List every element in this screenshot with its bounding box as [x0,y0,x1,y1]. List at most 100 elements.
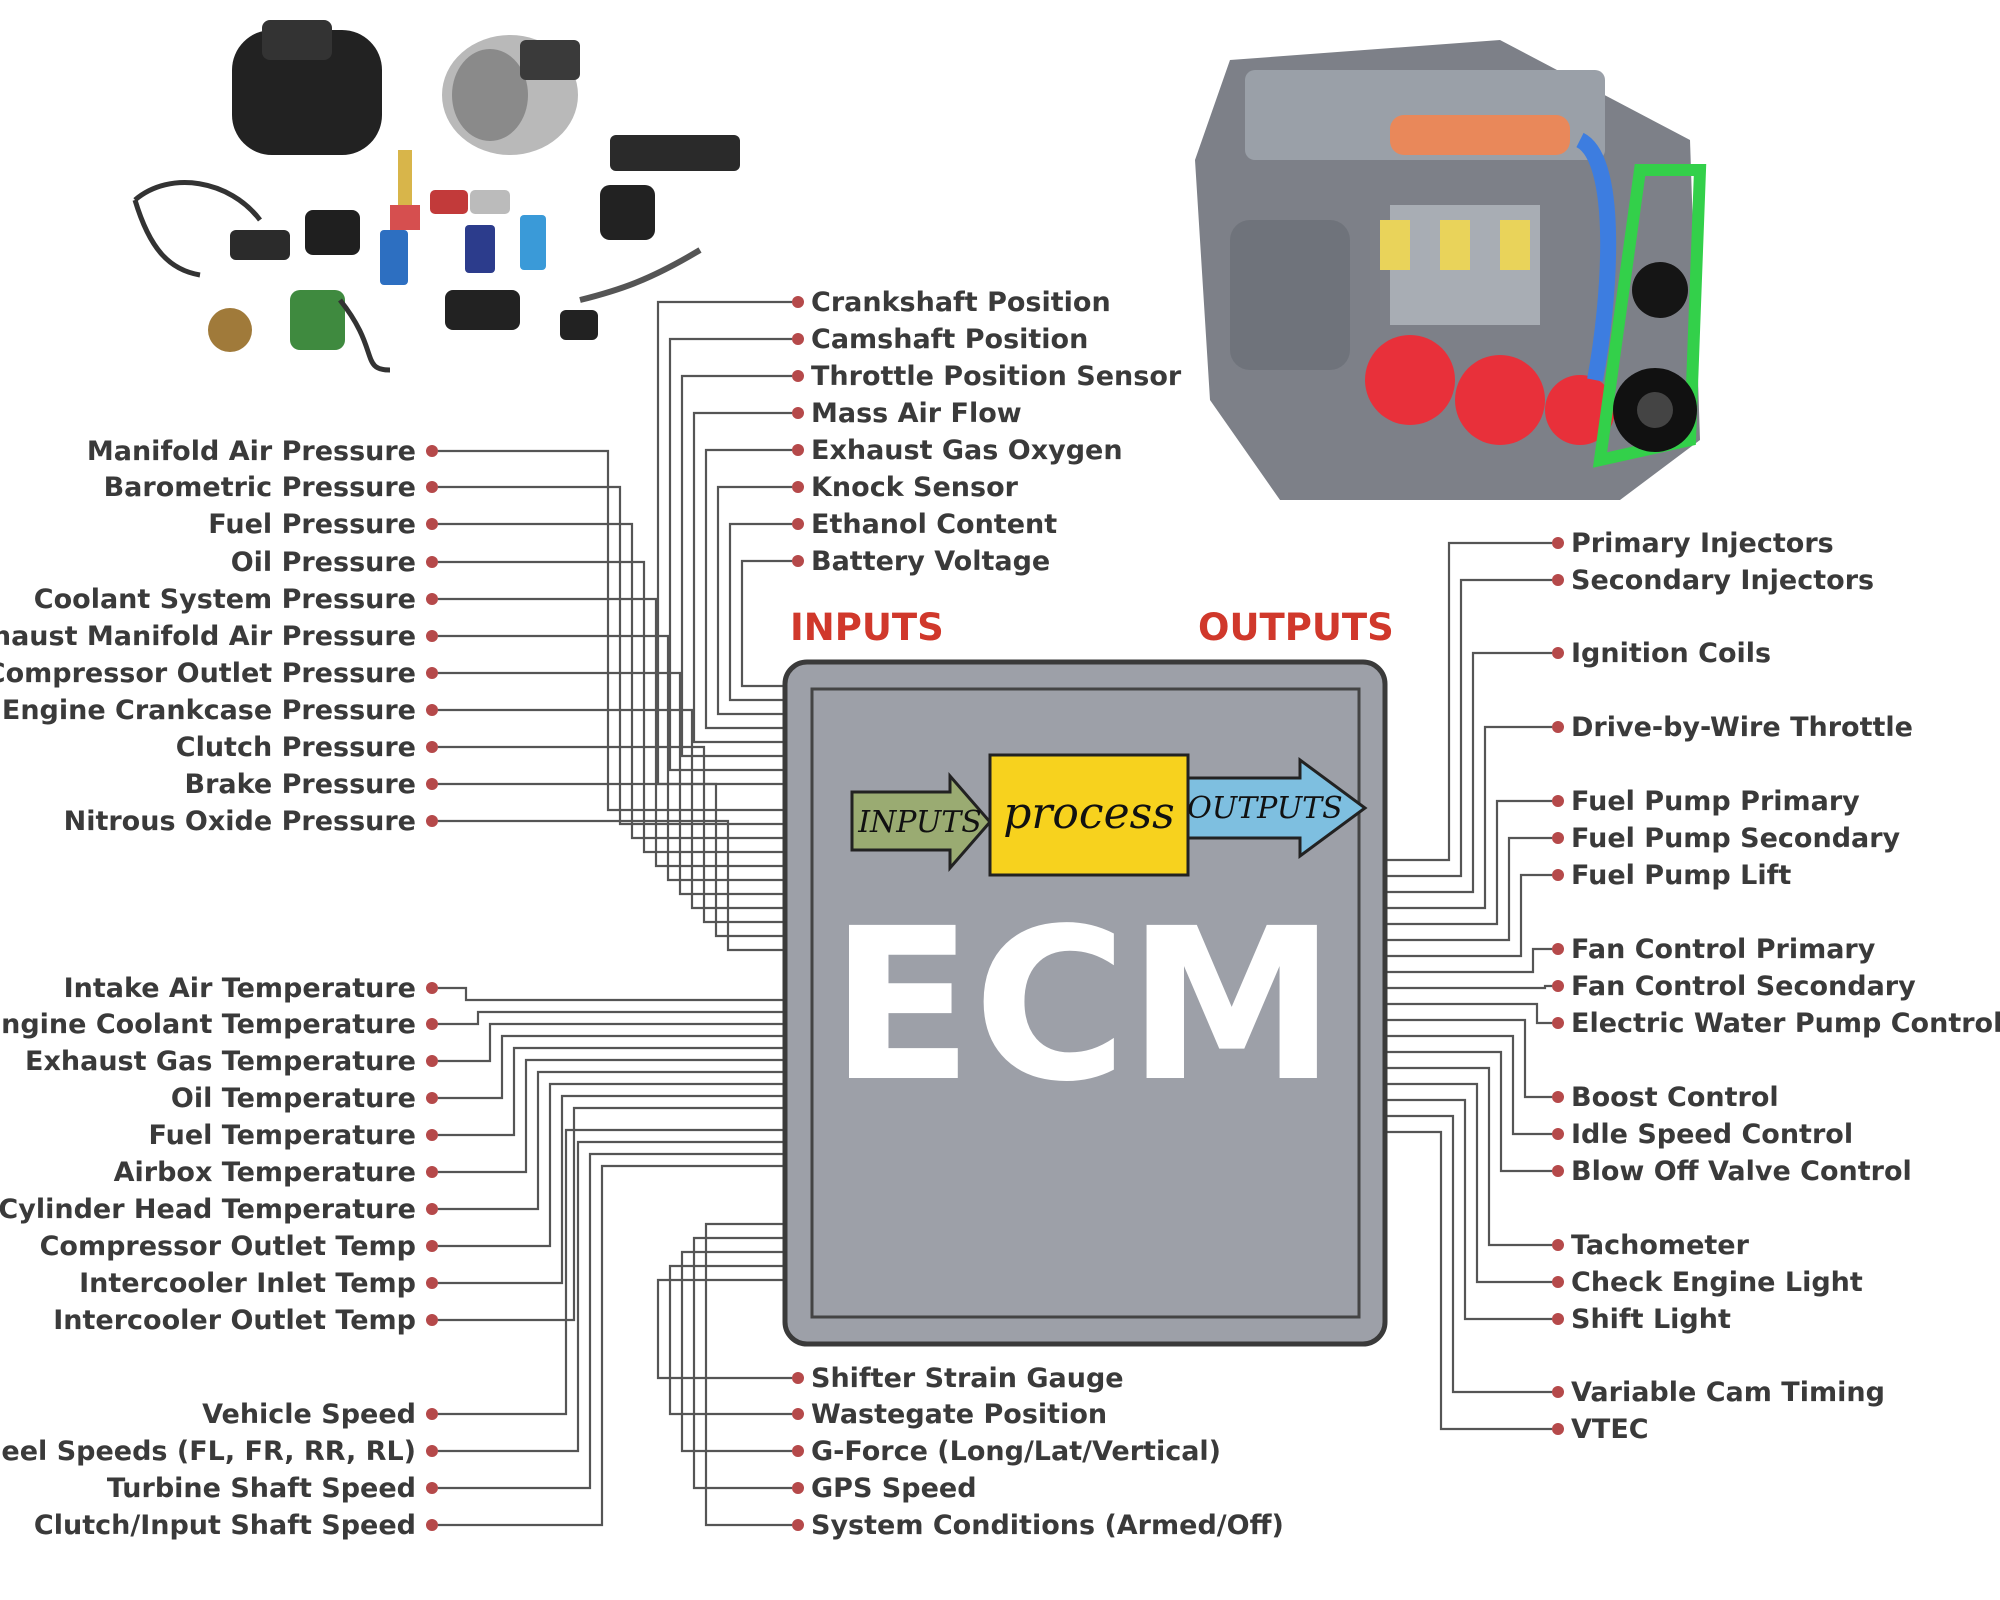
top-input-wire [704,448,792,730]
pressure-input-wire [438,485,785,826]
bottom-input-wire [680,1250,792,1453]
temperature-input-wire [438,1082,785,1248]
output-dot [1552,574,1564,586]
inputs-heading: INPUTS [790,606,944,649]
output-dot [1552,537,1564,549]
bottom-input-label: System Conditions (Armed/Off) [811,1510,1284,1541]
pressure-input-label: Nitrous Oxide Pressure [64,806,416,837]
speed-input-wire [438,1128,785,1416]
temperature-input-dot [426,1129,438,1141]
top-input-label: Battery Voltage [811,546,1050,577]
output-dot [1552,1017,1564,1029]
output-label: Variable Cam Timing [1571,1377,1885,1408]
temperature-input-label: Fuel Temperature [149,1120,417,1151]
pressure-input-wire [438,560,785,854]
temperature-input-wire [438,1034,785,1100]
speed-input-dot [426,1482,438,1494]
output-dot [1552,795,1564,807]
output-wire [1385,1114,1552,1394]
output-dot [1552,1386,1564,1398]
pressure-input-dot [426,630,438,642]
temperature-input-label: Compressor Outlet Temp [40,1231,416,1262]
temperature-input-dot [426,1314,438,1326]
temperature-input-wire [438,1106,785,1322]
output-label: Fan Control Primary [1571,934,1876,965]
temperature-input-wire [438,1058,785,1174]
output-wire [1385,1082,1552,1284]
bottom-input-dot [792,1519,804,1531]
pressure-input-dot [426,778,438,790]
temperature-input-label: Airbox Temperature [114,1157,416,1188]
pressure-input-dot [426,445,438,457]
temperature-input-label: Oil Temperature [171,1083,416,1114]
output-dot [1552,721,1564,733]
top-input-dot [792,481,804,493]
pressure-input-wire [438,449,785,812]
output-label: Ignition Coils [1571,638,1771,669]
speed-input-dot [426,1519,438,1531]
output-label: Check Engine Light [1571,1267,1863,1298]
output-dot [1552,943,1564,955]
top-input-wire [740,559,792,688]
bottom-input-wire [668,1264,792,1416]
pressure-input-wire [438,597,785,868]
top-input-wire [692,411,792,744]
bottom-input-dot [792,1482,804,1494]
bottom-input-label: G-Force (Long/Lat/Vertical) [811,1436,1221,1467]
temperature-input-dot [426,1240,438,1252]
top-input-wire [680,374,792,758]
speed-input-wire [438,1140,785,1453]
top-input-dot [792,555,804,567]
pressure-input-label: Oil Pressure [231,547,416,578]
bottom-input-label: GPS Speed [811,1473,977,1504]
pressure-input-wire [438,745,785,924]
temperature-input-dot [426,982,438,994]
top-input-label: Crankshaft Position [811,287,1111,318]
output-label: Primary Injectors [1571,528,1834,559]
output-wire [1385,873,1552,958]
pressure-input-label: Manifold Air Pressure [87,436,416,467]
output-wire [1385,799,1552,926]
pressure-input-dot [426,704,438,716]
temperature-input-dot [426,1018,438,1030]
temperature-input-wire [438,1070,785,1211]
output-wire [1385,1050,1552,1173]
output-wire [1385,1098,1552,1321]
pressure-input-label: Clutch Pressure [176,732,416,763]
output-wire [1385,651,1552,894]
pressure-input-label: Barometric Pressure [104,472,416,503]
wire-layer [438,300,1552,1527]
pressure-input-dot [426,481,438,493]
output-wire [1385,1002,1552,1025]
output-wire [1385,1034,1552,1136]
top-input-dot [792,333,804,345]
bottom-input-wire [692,1236,792,1490]
output-wire [1385,541,1552,862]
temperature-input-wire [438,1022,785,1063]
output-dot [1552,1423,1564,1435]
top-input-wire [668,337,792,772]
output-dot [1552,1091,1564,1103]
temperature-input-dot [426,1166,438,1178]
output-wire [1385,984,1552,990]
pressure-input-wire [438,522,785,840]
speed-input-label: Vehicle Speed [202,1399,416,1430]
pressure-input-label: Engine Crankcase Pressure [2,695,416,726]
top-input-label: Camshaft Position [811,324,1088,355]
output-label: Blow Off Valve Control [1571,1156,1912,1187]
bottom-input-dot [792,1445,804,1457]
output-dot [1552,1239,1564,1251]
top-input-wire [656,300,792,786]
process-flow-sketch: INPUTS process OUTPUTS [850,753,1368,877]
output-dot [1552,1276,1564,1288]
temperature-input-wire [438,1010,785,1026]
temperature-input-wire [438,986,785,1002]
bottom-input-wire [656,1278,792,1380]
bottom-input-dot [792,1408,804,1420]
pressure-input-dot [426,518,438,530]
output-wire [1385,578,1552,878]
output-label: Fuel Pump Primary [1571,786,1860,817]
bottom-input-dot [792,1372,804,1384]
